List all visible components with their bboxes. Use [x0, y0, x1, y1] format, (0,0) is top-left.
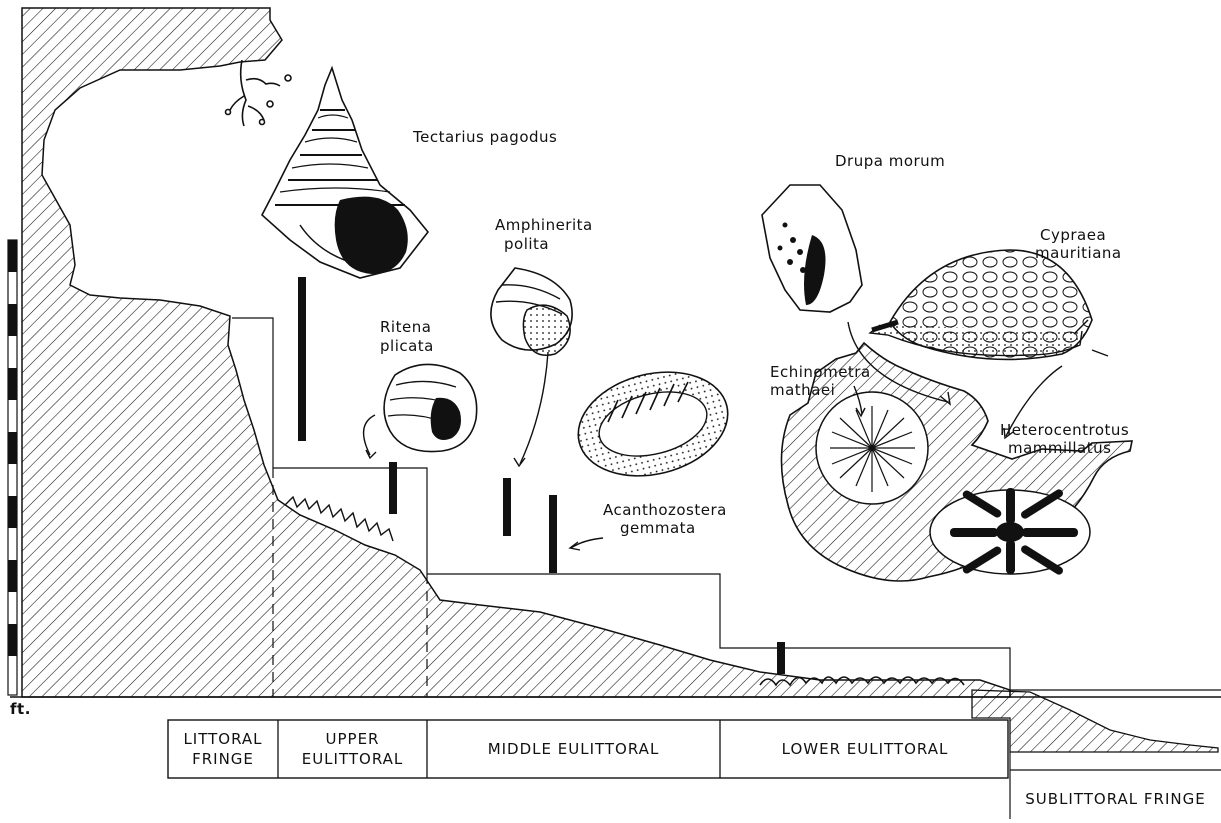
label-amphinerita: Amphinerita	[495, 216, 593, 235]
label-cypraea-2: mauritiana	[1035, 244, 1122, 263]
label-ritena: Ritena	[380, 318, 431, 337]
label-acanthozostera-2: gemmata	[620, 519, 696, 538]
label-drupa-morum: Drupa morum	[835, 152, 945, 171]
label-echinometra: Echinometra	[770, 363, 871, 382]
seaweed-drawing	[226, 60, 292, 126]
range-bar-amphinerita	[503, 478, 511, 536]
label-tectarius-pagodus: Tectarius pagodus	[413, 128, 557, 147]
scale-unit-label: ft.	[10, 700, 31, 719]
zone-littoral-fringe: LITTORAL FRINGE	[168, 729, 278, 769]
zone-littoral-fringe-line1: LITTORAL	[168, 729, 278, 749]
acanthozostera-chiton-drawing	[567, 357, 739, 491]
range-bar-tectarius	[298, 277, 306, 441]
scale-bar	[8, 240, 17, 695]
label-amphinerita-2: polita	[504, 235, 549, 254]
zone-littoral-fringe-line2: FRINGE	[168, 749, 278, 769]
drupa-shell-drawing	[762, 185, 862, 312]
cypraea-shell-drawing	[870, 250, 1092, 359]
tectarius-shell-drawing	[262, 68, 428, 278]
label-acanthozostera: Acanthozostera	[603, 501, 727, 520]
zone-sublittoral-fringe: SUBLITTORAL FRINGE	[1010, 789, 1221, 809]
label-echinometra-2: mathaei	[770, 381, 835, 400]
label-ritena-2: plicata	[380, 337, 434, 356]
zone-lower-eulittoral: LOWER EULITTORAL	[720, 739, 1010, 759]
label-heterocentrotus: Heterocentrotus	[1000, 421, 1129, 440]
label-heterocentrotus-2: mammillatus	[1008, 439, 1111, 458]
label-cypraea: Cypraea	[1040, 226, 1106, 245]
zone-upper-eulittoral-line1: UPPER	[278, 729, 427, 749]
zone-upper-eulittoral: UPPER EULITTORAL	[278, 729, 427, 769]
amphinerita-shell-drawing	[491, 268, 572, 355]
ritena-shell-drawing	[384, 364, 477, 451]
zone-upper-eulittoral-line2: EULITTORAL	[278, 749, 427, 769]
range-bar-lower	[777, 642, 785, 674]
range-bar-acanthozostera	[549, 495, 557, 573]
range-bar-ritena	[389, 462, 397, 514]
zone-middle-eulittoral: MIDDLE EULITTORAL	[427, 739, 720, 759]
